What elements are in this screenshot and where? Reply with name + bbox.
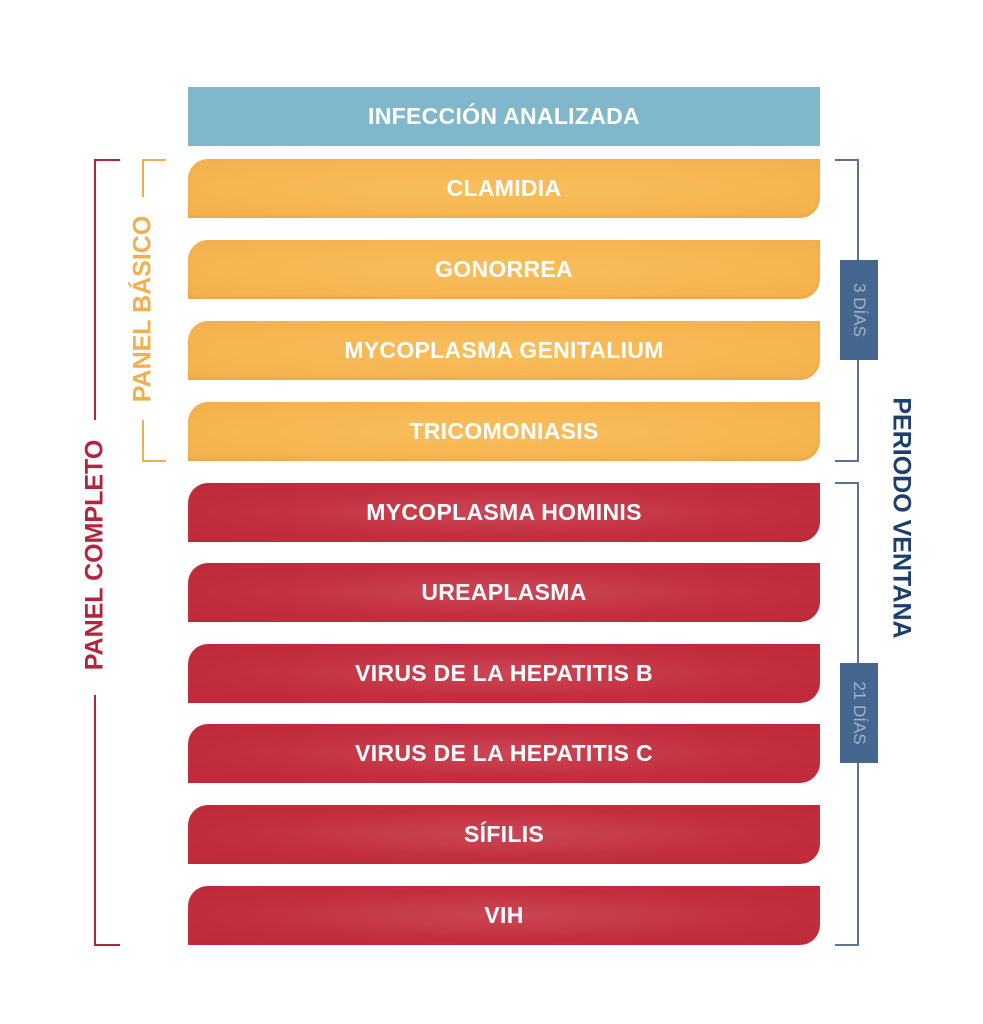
panel-basico-bracket (142, 159, 166, 462)
infection-row: MYCOPLASMA GENITALIUM (188, 321, 820, 380)
3-days-box: 3 DÍAS (840, 260, 878, 360)
infection-row: GONORREA (188, 240, 820, 299)
panel-basico-label: PANEL BÁSICO (128, 215, 157, 403)
21-days-label: 21 DÍAS (850, 681, 869, 745)
infection-row: CLAMIDIA (188, 159, 820, 218)
infection-row: VIRUS DE LA HEPATITIS B (188, 644, 820, 703)
3-days-label: 3 DÍAS (850, 283, 869, 337)
infection-row: VIH (188, 886, 820, 945)
infection-row: TRICOMONIASIS (188, 402, 820, 461)
infection-row: UREAPLASMA (188, 563, 820, 622)
panel-completo-label: PANEL COMPLETO (80, 439, 109, 671)
periodo-ventana-label: PERIODO VENTANA (887, 397, 916, 639)
header-infeccion-analizada: INFECCIÓN ANALIZADA (188, 87, 820, 146)
infection-row: SÍFILIS (188, 805, 820, 864)
infection-row: MYCOPLASMA HOMINIS (188, 483, 820, 542)
panel-completo-bracket (94, 159, 120, 946)
21-days-box: 21 DÍAS (840, 663, 878, 763)
infection-row: VIRUS DE LA HEPATITIS C (188, 724, 820, 783)
